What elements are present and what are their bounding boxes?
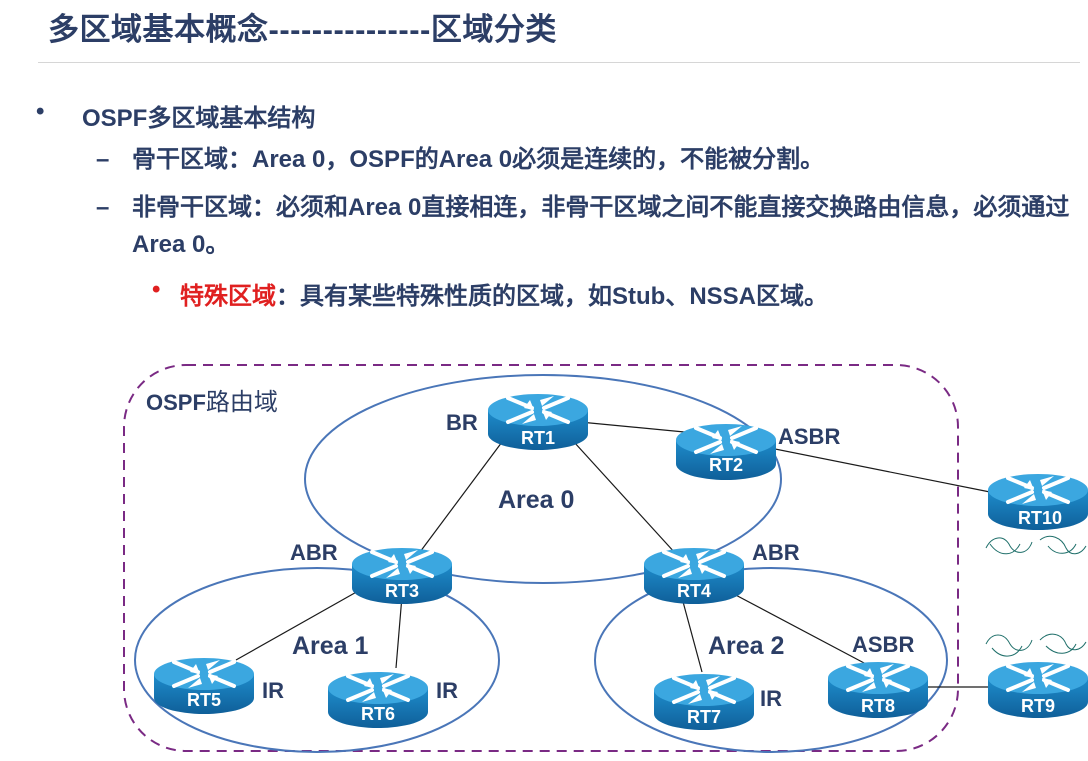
link-rt1-rt3 xyxy=(419,441,503,553)
link-rt4-rt7 xyxy=(681,597,703,673)
area2-label: Area 2 xyxy=(708,632,784,660)
role-label-rt3: ABR xyxy=(290,540,338,565)
router-rt9: RT9 xyxy=(986,660,1088,720)
router-label: RT9 xyxy=(1021,696,1055,716)
bullet-marker: • xyxy=(152,276,161,303)
link-rt1-rt4 xyxy=(573,441,677,555)
area0-boundary xyxy=(304,374,782,584)
bullet-marker: – xyxy=(96,194,110,221)
link-rt3-rt6 xyxy=(395,595,403,669)
router-label: RT6 xyxy=(361,704,395,724)
bullet-text: OSPF多区域基本结构 xyxy=(82,105,316,132)
router-rt2: RT2 xyxy=(674,422,778,482)
router-rt6: RT6 xyxy=(326,670,430,730)
bullet-marker: – xyxy=(96,146,110,173)
ospf-domain-boundary xyxy=(123,364,959,752)
area1-label: Area 1 xyxy=(292,632,369,660)
router-label: RT3 xyxy=(385,581,419,601)
domain-label-suffix: 路由域 xyxy=(206,389,278,416)
router-rt7: RT7 xyxy=(652,672,756,732)
role-label-rt4: ABR xyxy=(752,540,800,565)
bullet-text: ：必须和Area 0直接相连，非骨干区域之间不能直接交换路由信息，必须通过Are… xyxy=(132,194,1070,258)
bullet-label-special: 特殊区域 xyxy=(180,283,276,310)
role-label-rt7: IR xyxy=(760,686,782,711)
router-rt8: RT8 xyxy=(826,660,930,720)
link-rt4-rt8 xyxy=(729,591,867,665)
bullet-text: ：Area 0，OSPF的Area 0必须是连续的，不能被分割。 xyxy=(228,146,825,173)
link-rt2-rt10 xyxy=(759,445,1001,495)
router-label: RT5 xyxy=(187,690,221,710)
external-network-top xyxy=(985,535,1087,555)
router-label: RT8 xyxy=(861,696,895,716)
router-rt1: RT1 xyxy=(486,392,590,452)
role-label-rt2: ASBR xyxy=(778,424,840,449)
router-label: RT2 xyxy=(709,455,743,475)
area2-boundary xyxy=(594,567,948,753)
external-network-bottom xyxy=(985,633,1087,657)
router-rt10: RT10 xyxy=(986,472,1088,532)
bullet-marker: • xyxy=(36,98,45,125)
link-rt3-rt5 xyxy=(235,589,361,661)
router-label: RT1 xyxy=(521,428,555,448)
router-label: RT7 xyxy=(687,707,721,727)
role-label-rt5: IR xyxy=(262,678,284,703)
area1-boundary xyxy=(134,567,500,753)
role-label-rt6: IR xyxy=(436,678,458,703)
role-label-rt1: BR xyxy=(446,410,478,435)
router-rt5: RT5 xyxy=(152,656,256,716)
slide-title: 多区域基本概念---------------区域分类 xyxy=(48,12,557,47)
router-rt4: RT4 xyxy=(642,546,746,606)
router-rt3: RT3 xyxy=(350,546,454,606)
router-label: RT4 xyxy=(677,581,711,601)
bullet-text: ：具有某些特殊性质的区域，如Stub、NSSA区域。 xyxy=(276,283,828,310)
domain-label: OSPF路由域 xyxy=(146,389,278,416)
area0-label: Area 0 xyxy=(498,486,574,514)
role-label-rt8: ASBR xyxy=(852,632,914,657)
bullet-label: 骨干区域 xyxy=(132,146,228,173)
bullet-label: 非骨干区域 xyxy=(132,194,252,221)
title-divider xyxy=(38,62,1080,63)
router-label: RT10 xyxy=(1018,508,1062,528)
domain-label-prefix: OSPF xyxy=(146,390,206,415)
